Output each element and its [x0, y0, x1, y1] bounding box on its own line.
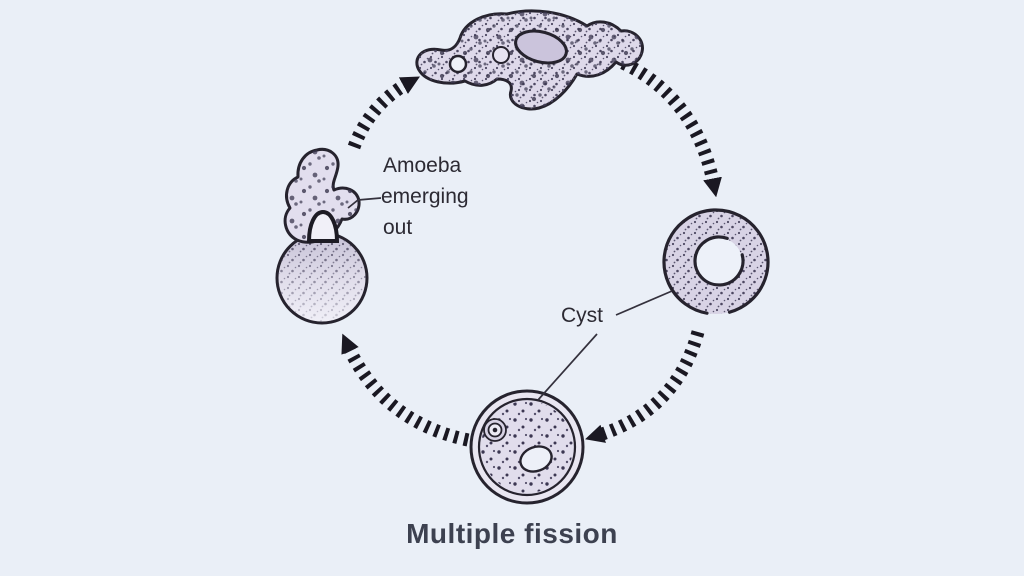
cyst-nucleus-ring: [693, 235, 745, 287]
amoeba-illustration: [415, 9, 644, 111]
dividing-cyst-nucleolus: [492, 427, 498, 433]
amoeba-vacuole-small: [492, 46, 510, 64]
emerging-amoeba-illustration: [275, 147, 369, 325]
cycle-arrows: [341, 57, 722, 447]
amoeba-vacuole: [448, 54, 468, 74]
cycle-arrow-cyst-to-bottom: [585, 330, 705, 443]
emerging-cyst-stipple-texture: [278, 234, 366, 322]
cycle-arrow-top-to-cyst: [620, 57, 722, 198]
emerging-amoeba-opening: [306, 209, 340, 243]
dividing-cyst-illustration: [469, 389, 585, 505]
dividing-cyst-dot-texture: [481, 401, 573, 493]
label-amoeba-emerging-line3: out: [383, 216, 412, 239]
label-amoeba-emerging-line1: Amoeba: [383, 154, 462, 177]
dividing-cyst-vacuole: [519, 445, 553, 473]
cycle-arrow-bottom-to-left: [341, 333, 470, 447]
leader-line-amoeba-emerging: [347, 197, 382, 209]
leader-line-cyst-right: [615, 290, 673, 316]
label-cyst: Cyst: [561, 304, 603, 327]
cyst-illustration: [662, 208, 770, 315]
emerging-amoeba-spot-texture: [285, 149, 360, 243]
cycle-arrow-left-to-top: [347, 76, 420, 150]
label-amoeba-emerging-line2: emerging: [381, 185, 469, 208]
figure-caption: Multiple fission: [406, 518, 618, 549]
leader-line-cyst-bottom: [537, 333, 598, 401]
leader-lines: [347, 197, 673, 401]
cyst-wall: [662, 208, 770, 315]
cyst-inner-area: [696, 238, 742, 284]
amoeba-nucleus: [514, 29, 568, 65]
